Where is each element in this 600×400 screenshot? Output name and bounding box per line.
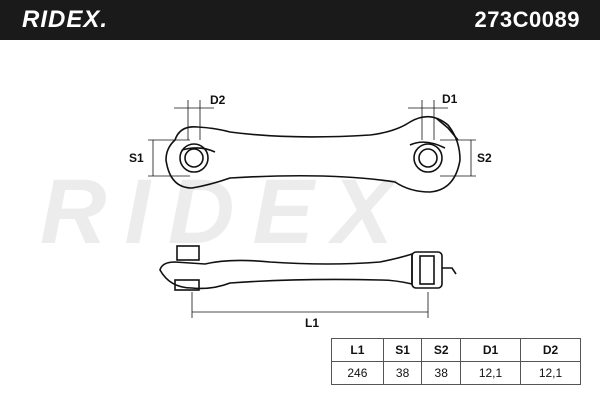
bushing-side-left [176,245,200,261]
table-row: 246 38 38 12,1 12,1 [331,361,581,385]
dim-label-d2: D2 [210,93,226,107]
dimensions-table: L1 S1 S2 D1 D2 246 38 38 12,1 12,1 [331,338,581,385]
arm-side-view [159,252,413,290]
watermark: RIDEX [40,161,412,263]
part-number: 273C0089 [474,7,580,32]
table-header-cell: D1 [460,338,521,362]
header-bar: RIDEX. 273C0089 [0,0,600,40]
dim-label-l1: L1 [305,316,320,330]
bushing-right [413,143,443,173]
table-cell: 38 [421,361,462,385]
table-cell: 38 [382,361,423,385]
bushing-left [179,143,209,173]
table-header-cell: L1 [331,338,384,362]
dim-label-s1: S1 [129,151,144,165]
table-cell: 12,1 [520,361,581,385]
table-header-cell: S2 [421,338,462,362]
brand-logo: RIDEX. [22,6,109,33]
dim-label-d1: D1 [442,92,458,106]
table-header-cell: D2 [520,338,581,362]
table-cell: 12,1 [460,361,521,385]
technical-drawing [148,100,476,318]
table-cell: 246 [331,361,384,385]
arm-top-view [165,115,461,193]
dim-label-s2: S2 [477,151,492,165]
table-header-row: L1 S1 S2 D1 D2 [331,338,581,362]
table-header-cell: S1 [382,338,423,362]
bushing-side-right [411,251,443,289]
